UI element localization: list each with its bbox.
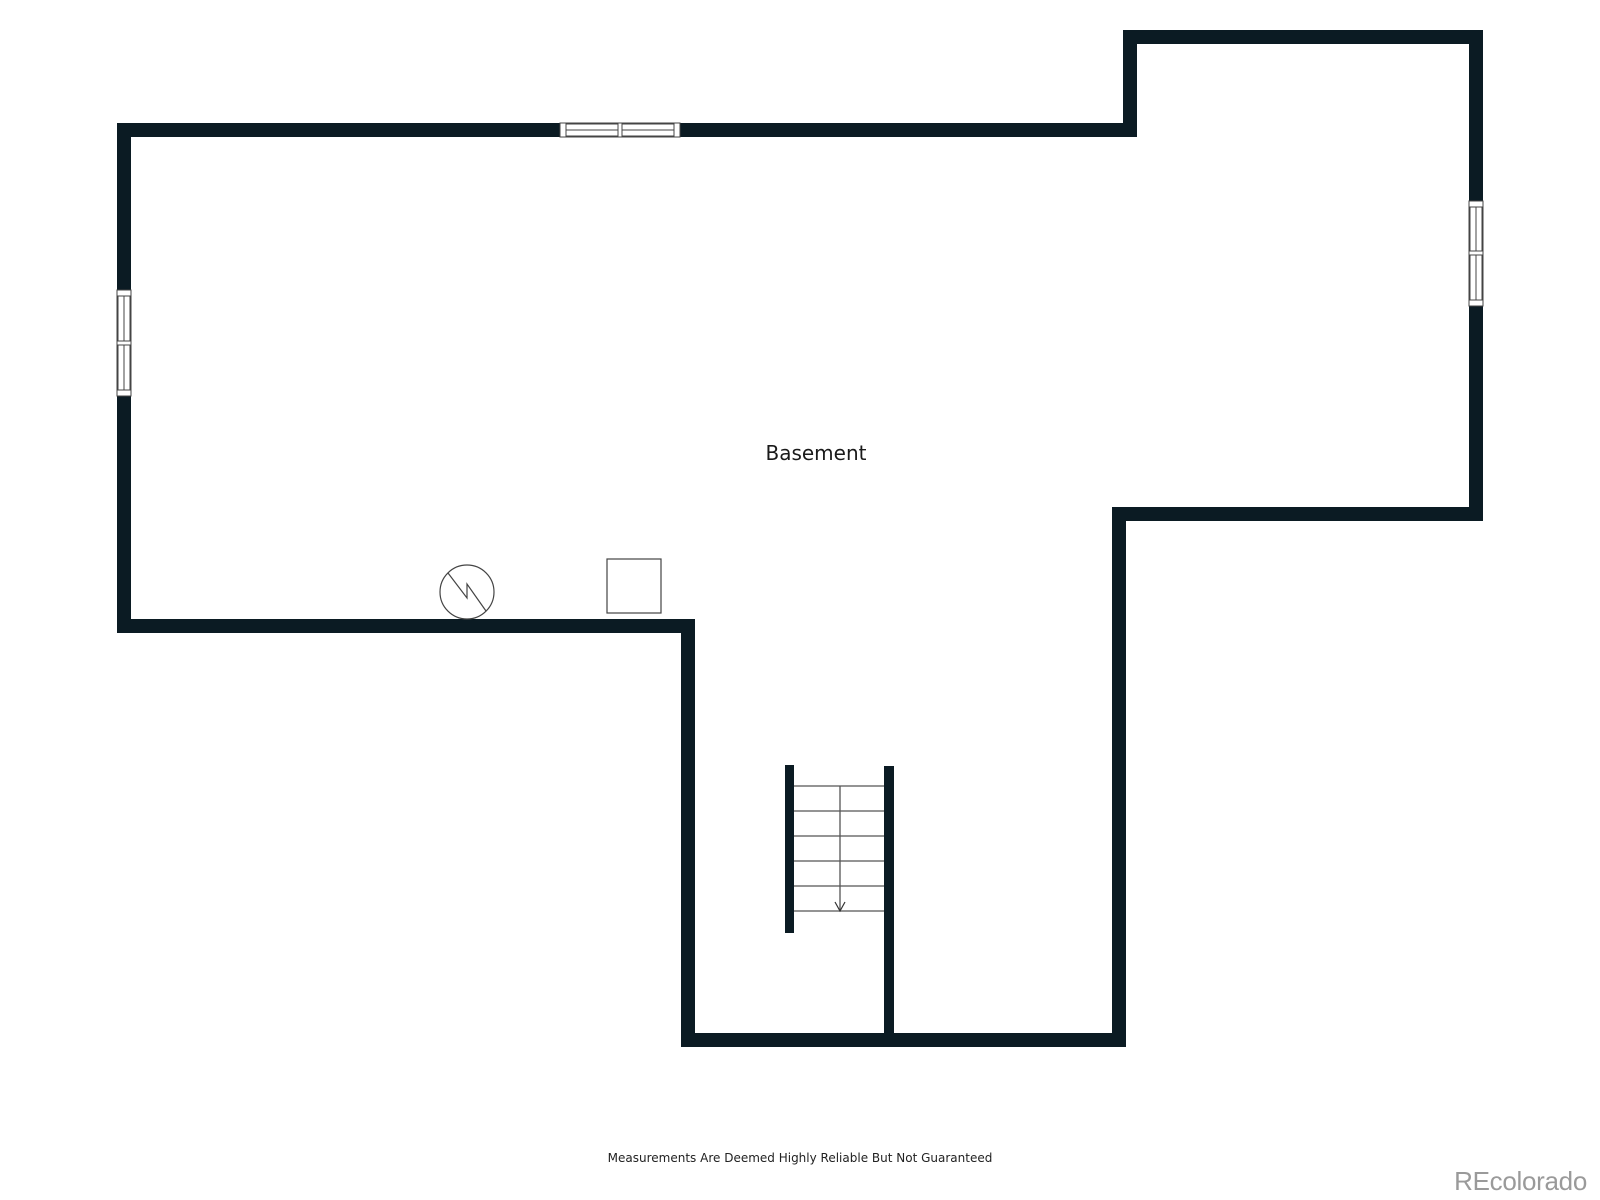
wall-notch-left bbox=[1123, 30, 1137, 137]
wall-right-lower bbox=[1112, 507, 1126, 1047]
measurement-disclaimer: Measurements Are Deemed Highly Reliable … bbox=[607, 1151, 993, 1165]
wall-notch-top bbox=[1123, 30, 1483, 44]
water-heater-icon bbox=[439, 564, 495, 620]
wall-left-lower bbox=[681, 619, 695, 1047]
furnace-icon bbox=[606, 558, 662, 614]
stairs-down-arrow-icon bbox=[834, 901, 846, 913]
window-right bbox=[1468, 200, 1484, 307]
window-left bbox=[116, 289, 132, 397]
wall-main-bottom bbox=[117, 619, 695, 633]
walls bbox=[117, 30, 1483, 1047]
brand-watermark: REcolorado bbox=[1454, 1166, 1587, 1196]
window-top bbox=[559, 122, 681, 138]
wall-bottom bbox=[681, 1033, 1126, 1047]
stairs-icon bbox=[785, 765, 894, 1047]
wall-right-step bbox=[1112, 507, 1483, 521]
room-label-basement: Basement bbox=[765, 441, 867, 465]
